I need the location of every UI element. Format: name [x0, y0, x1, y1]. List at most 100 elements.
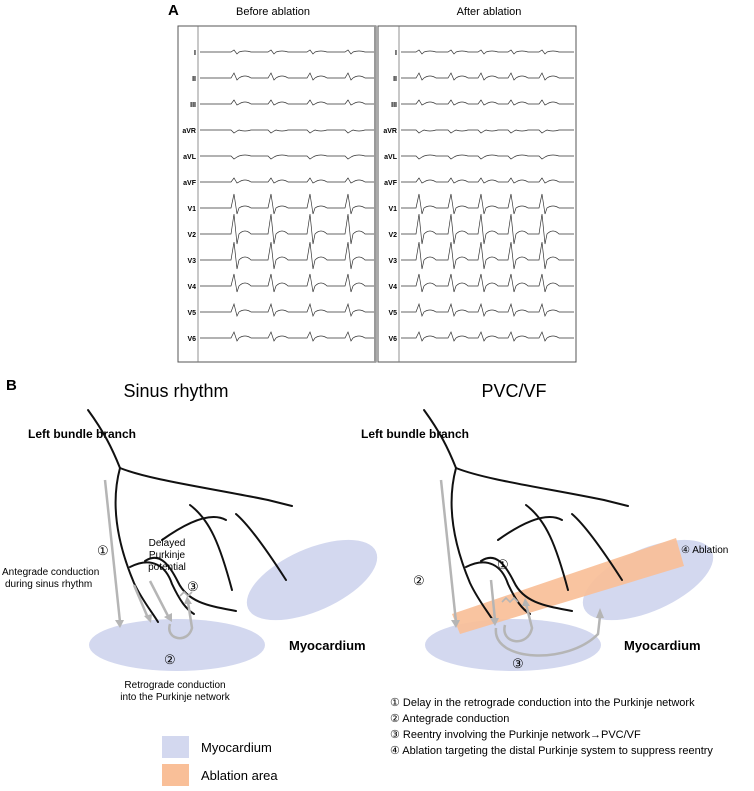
- myocardium-ellipse-lower-right: [425, 619, 601, 671]
- lead-label: II: [393, 76, 397, 83]
- ecg-trace: [200, 331, 374, 342]
- ecg-trace: [200, 273, 374, 293]
- ecg-trace: [401, 241, 574, 270]
- antegrade-number: ①: [97, 543, 109, 558]
- myocardium-ellipse-lower: [89, 619, 265, 671]
- lead-label: V1: [187, 206, 196, 213]
- pvc-vf-title: PVC/VF: [481, 381, 546, 401]
- lead-label: III: [190, 102, 196, 109]
- ecg-trace: [200, 213, 374, 245]
- note-1: ① Delay in the retrograde conduction int…: [390, 697, 695, 709]
- reentry-arrows: [439, 479, 604, 657]
- ecg-trace: [401, 72, 574, 81]
- panel-a-label: A: [168, 2, 179, 19]
- delayed-text-3: potential: [148, 562, 186, 573]
- ecg-trace: [200, 154, 374, 160]
- lead-label: I: [395, 50, 397, 57]
- left-bundle-branch-label: Left bundle branch: [28, 427, 136, 441]
- lead-label: I: [194, 50, 196, 57]
- ablation-area-band: [452, 538, 684, 634]
- retrograde-text-1: Retrograde conduction: [124, 680, 225, 691]
- purkinje-fibers: [87, 409, 293, 623]
- lead-label: V3: [388, 258, 397, 265]
- retrograde-number: ②: [164, 652, 176, 667]
- ecg-trace: [200, 99, 374, 106]
- note-2: ② Antegrade conduction: [390, 713, 509, 725]
- left-bundle-branch-label-right: Left bundle branch: [361, 427, 469, 441]
- legend-ablation-label: Ablation area: [201, 768, 278, 783]
- antegrade-text-1: Antegrade conduction: [2, 567, 99, 578]
- note-3: ③ Reentry involving the Purkinje network…: [390, 729, 641, 741]
- ecg-trace: [401, 154, 574, 160]
- ecg-trace: [401, 177, 574, 184]
- ecg-trace: [401, 129, 574, 134]
- ecg-trace: [200, 49, 374, 55]
- notes-list: ① Delay in the retrograde conduction int…: [390, 697, 713, 757]
- ablation-label: ④ Ablation: [681, 545, 728, 556]
- legend-myocardium-swatch: [162, 736, 189, 758]
- retrograde-text-2: into the Purkinje network: [120, 692, 231, 703]
- myocardium-label-right: Myocardium: [624, 638, 701, 653]
- before-ablation-title: Before ablation: [236, 6, 310, 18]
- note-4: ④ Ablation targeting the distal Purkinje…: [390, 745, 713, 757]
- ecg-trace: [200, 72, 374, 81]
- lead-label: V6: [388, 336, 397, 343]
- ecg-trace: [200, 177, 374, 184]
- antegrade-text-2: during sinus rhythm: [5, 579, 92, 590]
- sinus-rhythm-title: Sinus rhythm: [123, 381, 228, 401]
- lead-label: II: [192, 76, 196, 83]
- ecg-trace: [401, 331, 574, 342]
- lead-label: V5: [187, 310, 196, 317]
- ecg-trace: [401, 273, 574, 293]
- sinus-rhythm-diagram: Left bundle branch ① Antegrad: [2, 409, 378, 703]
- lead-label: V4: [388, 284, 397, 291]
- lead-label: V1: [388, 206, 397, 213]
- lead-label: V2: [187, 232, 196, 239]
- lead-label: III: [391, 102, 397, 109]
- ecg-trace: [401, 213, 574, 245]
- ecg-trace: [401, 193, 574, 215]
- panel-b-label: B: [6, 377, 17, 394]
- pvc-vf-diagram: Left bundle branch ① ②: [361, 409, 728, 757]
- ecg-traces-after: [401, 49, 574, 342]
- myocardium-label-left: Myocardium: [289, 638, 366, 653]
- reentry-number-1: ①: [497, 557, 509, 572]
- lead-label: V6: [187, 336, 196, 343]
- after-ablation-title: After ablation: [457, 6, 522, 18]
- conduction-arrows: [103, 479, 194, 640]
- delayed-text-1: Delayed: [149, 538, 186, 549]
- legend-ablation-swatch: [162, 764, 189, 786]
- ecg-traces-before: [200, 49, 374, 342]
- lead-label: V3: [187, 258, 196, 265]
- ecg-trace: [401, 99, 574, 106]
- delayed-text-2: Purkinje: [149, 550, 186, 561]
- ecg-trace: [200, 193, 374, 215]
- reentry-number-3: ③: [512, 656, 524, 671]
- lead-label: V2: [388, 232, 397, 239]
- lead-label: aVR: [383, 128, 397, 135]
- ecg-trace: [200, 241, 374, 270]
- lead-label: aVR: [182, 128, 196, 135]
- lead-label: aVL: [384, 154, 398, 161]
- lead-label: V5: [388, 310, 397, 317]
- delayed-potential-wiggle: [179, 590, 193, 598]
- reentry-wiggle: [501, 596, 519, 604]
- lead-label: V4: [187, 284, 196, 291]
- lead-label: aVF: [384, 180, 398, 187]
- ecg-trace: [200, 129, 374, 134]
- ecg-trace: [401, 302, 574, 318]
- delayed-number: ③: [187, 579, 199, 594]
- ecg-trace: [401, 49, 574, 55]
- ecg-trace: [200, 302, 374, 318]
- lead-label: aVL: [183, 154, 197, 161]
- reentry-number-2: ②: [413, 573, 425, 588]
- legend: Myocardium Ablation area: [162, 736, 278, 786]
- myocardium-ellipse-upper: [246, 539, 378, 621]
- lead-label: aVF: [183, 180, 197, 187]
- legend-myocardium-label: Myocardium: [201, 740, 272, 755]
